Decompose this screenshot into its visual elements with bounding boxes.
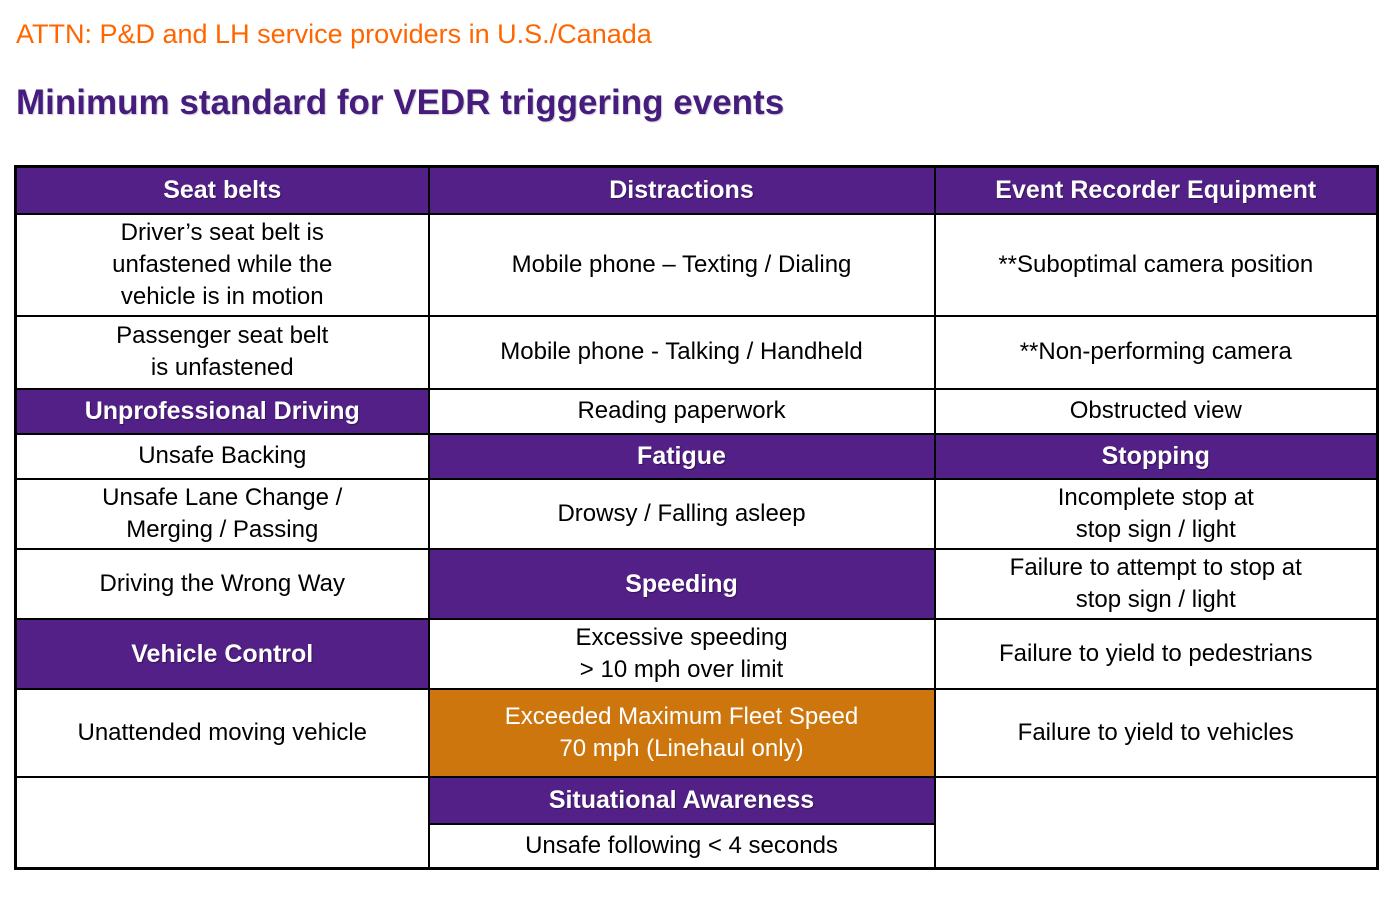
page-title: Minimum standard for VEDR triggering eve… [16,83,785,122]
table-row: Vehicle Control Excessive speeding > 10 … [14,617,1379,690]
table-row: Unprofessional Driving Reading paperwork… [14,387,1379,435]
cell-failure-yield-pedestrians: Failure to yield to pedestrians [933,617,1379,690]
table-row: Unsafe Lane Change / Merging / Passing D… [14,477,1379,550]
cell-header-situational-awareness: Situational Awareness [427,775,936,825]
cell-incomplete-stop: Incomplete stop at stop sign / light [933,477,1379,550]
cell-unsafe-following: Unsafe following < 4 seconds [427,822,936,870]
table-row: Passenger seat belt is unfastened Mobile… [14,314,1379,390]
cell-header-vehicle-control: Vehicle Control [14,617,430,690]
cell-non-performing-camera: **Non-performing camera [933,314,1379,390]
cell-suboptimal-camera-position: **Suboptimal camera position [933,212,1379,317]
cell-failure-to-attempt-stop: Failure to attempt to stop at stop sign … [933,547,1379,620]
table-row: Seat belts Distractions Event Recorder E… [14,165,1379,215]
table-row: Unsafe Backing Fatigue Stopping [14,432,1379,480]
cell-exceeded-maximum-fleet-speed: Exceeded Maximum Fleet Speed 70 mph (Lin… [427,687,936,778]
table-row: Driving the Wrong Way Speeding Failure t… [14,547,1379,620]
cell-header-event-recorder-equipment: Event Recorder Equipment [933,165,1379,215]
cell-unsafe-backing: Unsafe Backing [14,432,430,480]
vedr-trigger-table: Seat belts Distractions Event Recorder E… [14,165,1379,870]
table-row: Driver’s seat belt is unfastened while t… [14,212,1379,317]
cell-mobile-phone-talking-handheld: Mobile phone - Talking / Handheld [427,314,936,390]
table-row: Situational Awareness [14,775,1379,870]
cell-header-stopping: Stopping [933,432,1379,480]
cell-failure-yield-vehicles: Failure to yield to vehicles [933,687,1379,778]
cell-driving-the-wrong-way: Driving the Wrong Way [14,547,430,620]
cell-drowsy-falling-asleep: Drowsy / Falling asleep [427,477,936,550]
attn-line: ATTN: P&D and LH service providers in U.… [16,19,652,49]
cell-mobile-phone-texting-dialing: Mobile phone – Texting / Dialing [427,212,936,317]
cell-unattended-moving-vehicle: Unattended moving vehicle [14,687,430,778]
cell-header-distractions: Distractions [427,165,936,215]
cell-empty-right [933,775,1379,870]
cell-reading-paperwork: Reading paperwork [427,387,936,435]
cell-passenger-seat-belt-unfastened: Passenger seat belt is unfastened [14,314,430,390]
table-row: Unattended moving vehicle Exceeded Maxim… [14,687,1379,778]
cell-driver-seat-belt-unfastened: Driver’s seat belt is unfastened while t… [14,212,430,317]
cell-empty-left [14,775,430,870]
cell-obstructed-view: Obstructed view [933,387,1379,435]
cell-header-unprofessional-driving: Unprofessional Driving [14,387,430,435]
table-row: Unsafe following < 4 seconds [16,822,1378,870]
cell-header-seat-belts: Seat belts [14,165,430,215]
cell-header-fatigue: Fatigue [427,432,936,480]
cell-unsafe-lane-change-merging-passing: Unsafe Lane Change / Merging / Passing [14,477,430,550]
cell-excessive-speeding: Excessive speeding > 10 mph over limit [427,617,936,690]
page: ATTN: P&D and LH service providers in U.… [14,19,1379,870]
cell-header-speeding: Speeding [427,547,936,620]
